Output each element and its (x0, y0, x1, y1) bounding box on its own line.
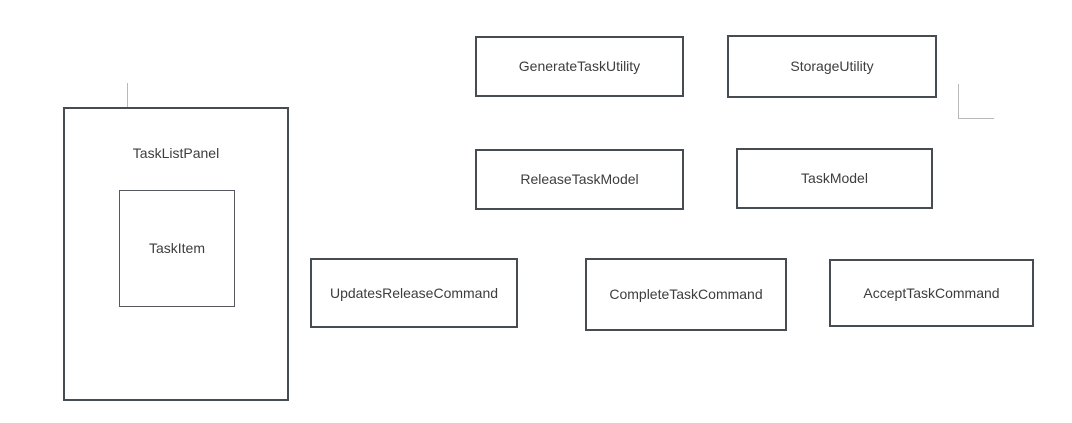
node-task-item[interactable]: TaskItem (119, 190, 235, 307)
guide-corner-mark-horizontal (958, 118, 994, 119)
node-label: ReleaseTaskModel (520, 171, 639, 188)
node-label: GenerateTaskUtility (518, 58, 641, 75)
node-label: CompleteTaskCommand (609, 286, 763, 303)
node-generate-task-utility[interactable]: GenerateTaskUtility (475, 36, 684, 97)
node-updates-release-command[interactable]: UpdatesReleaseCommand (310, 258, 518, 328)
node-accept-task-command[interactable]: AcceptTaskCommand (829, 259, 1034, 327)
node-label: TaskListPanel (132, 145, 220, 161)
node-label: TaskModel (801, 170, 868, 187)
node-label: AcceptTaskCommand (863, 284, 1000, 301)
node-storage-utility[interactable]: StorageUtility (727, 35, 937, 98)
node-label: TaskItem (148, 240, 205, 257)
guide-corner-mark-vertical (958, 84, 959, 119)
node-release-task-model[interactable]: ReleaseTaskModel (475, 149, 684, 210)
guide-line-above-panel (127, 83, 128, 107)
node-complete-task-command[interactable]: CompleteTaskCommand (585, 258, 787, 331)
node-label: UpdatesReleaseCommand (329, 284, 499, 301)
node-task-model[interactable]: TaskModel (736, 148, 933, 209)
node-task-list-panel[interactable]: TaskListPanel TaskItem (63, 107, 289, 401)
node-label: StorageUtility (790, 58, 874, 75)
